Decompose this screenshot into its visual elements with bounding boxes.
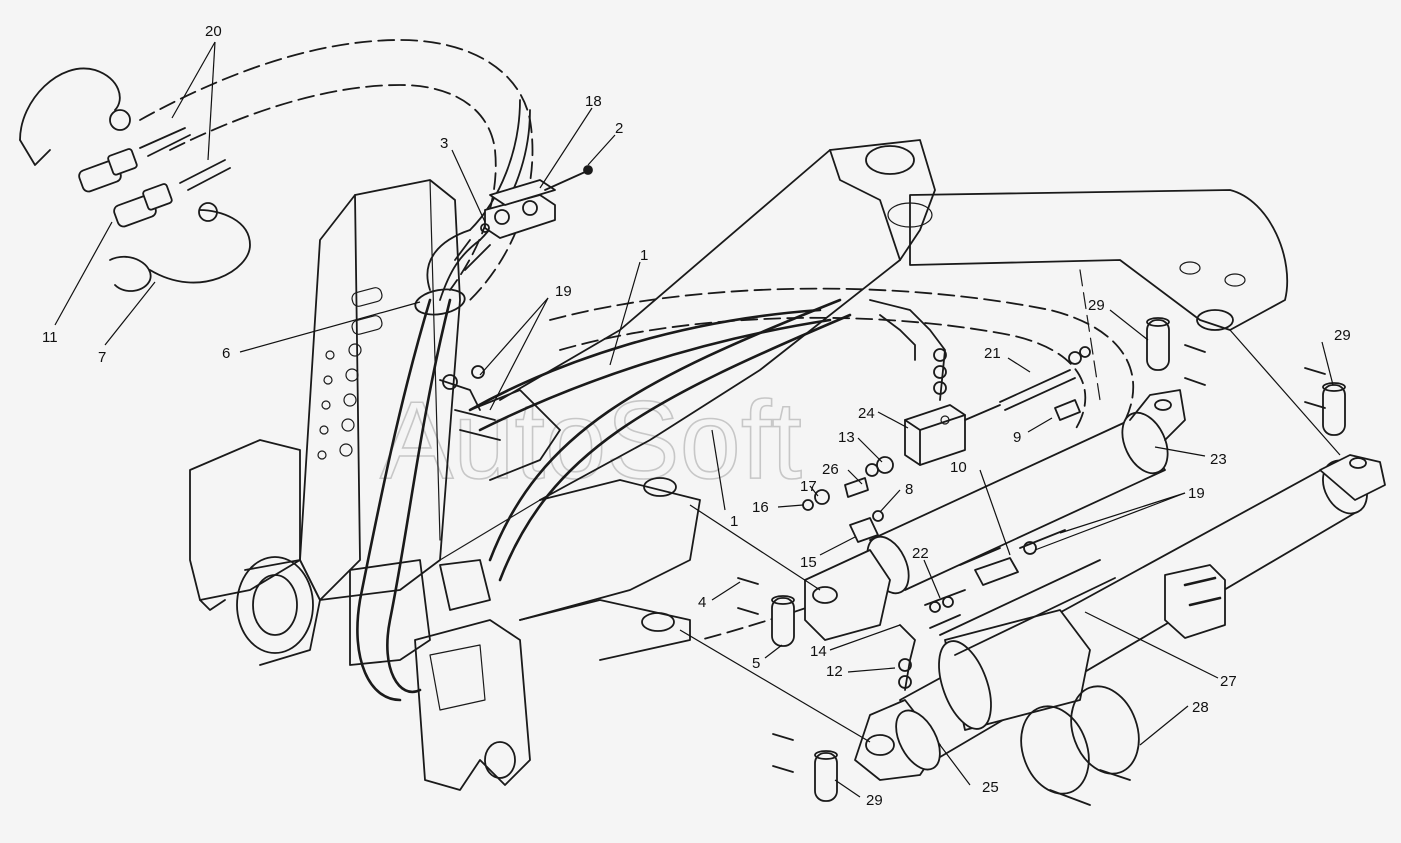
cylinder-23 <box>804 389 1186 641</box>
hose-clamp-group <box>484 165 593 239</box>
callout-15: 15 <box>800 554 817 571</box>
callout-8: 8 <box>905 481 913 498</box>
watermark: AutoSoft <box>380 379 802 502</box>
lower-fittings-group <box>898 529 1066 691</box>
callout-1-lower: 1 <box>730 513 738 530</box>
callout-24: 24 <box>858 405 875 422</box>
callout-5: 5 <box>752 655 760 672</box>
callout-17: 17 <box>800 478 817 495</box>
callout-29-right: 29 <box>1334 327 1351 344</box>
callout-25: 25 <box>982 779 999 796</box>
callout-22: 22 <box>912 545 929 562</box>
callout-labels: 20 18 2 3 11 7 6 19 1 1 29 29 29 21 24 1… <box>42 23 1351 809</box>
callout-6: 6 <box>222 345 230 362</box>
callout-10: 10 <box>950 459 967 476</box>
callout-4: 4 <box>698 594 706 611</box>
callout-13: 13 <box>838 429 855 446</box>
callout-1-upper: 1 <box>640 247 648 264</box>
leader-lines <box>54 41 1341 798</box>
callout-26: 26 <box>822 461 839 478</box>
callout-27: 27 <box>1220 673 1237 690</box>
hydraulic-hoses <box>356 99 852 702</box>
callout-29-top: 29 <box>1088 297 1105 314</box>
hose-clamps-28 <box>1020 685 1140 806</box>
callout-2: 2 <box>615 120 623 137</box>
callout-28: 28 <box>1192 699 1209 716</box>
valve-block-group <box>802 299 1091 543</box>
callout-14: 14 <box>810 643 827 660</box>
callout-20: 20 <box>205 23 222 40</box>
quick-coupler-group <box>19 67 251 292</box>
left-fittings-group <box>414 223 501 441</box>
callout-19-right: 19 <box>1188 485 1205 502</box>
pins-group <box>737 317 1346 802</box>
callout-9: 9 <box>1013 429 1021 446</box>
cylinder-25 <box>854 454 1386 781</box>
callout-29-bottom: 29 <box>866 792 883 809</box>
callout-7: 7 <box>98 349 106 366</box>
callout-18: 18 <box>585 93 602 110</box>
loader-main-frame <box>439 139 1289 661</box>
callout-11: 11 <box>42 329 58 346</box>
callout-23: 23 <box>1210 451 1227 468</box>
callout-16: 16 <box>752 499 769 516</box>
callout-21: 21 <box>984 345 1001 362</box>
callout-3: 3 <box>440 135 448 152</box>
callout-19-left: 19 <box>555 283 572 300</box>
callout-12: 12 <box>826 663 843 680</box>
